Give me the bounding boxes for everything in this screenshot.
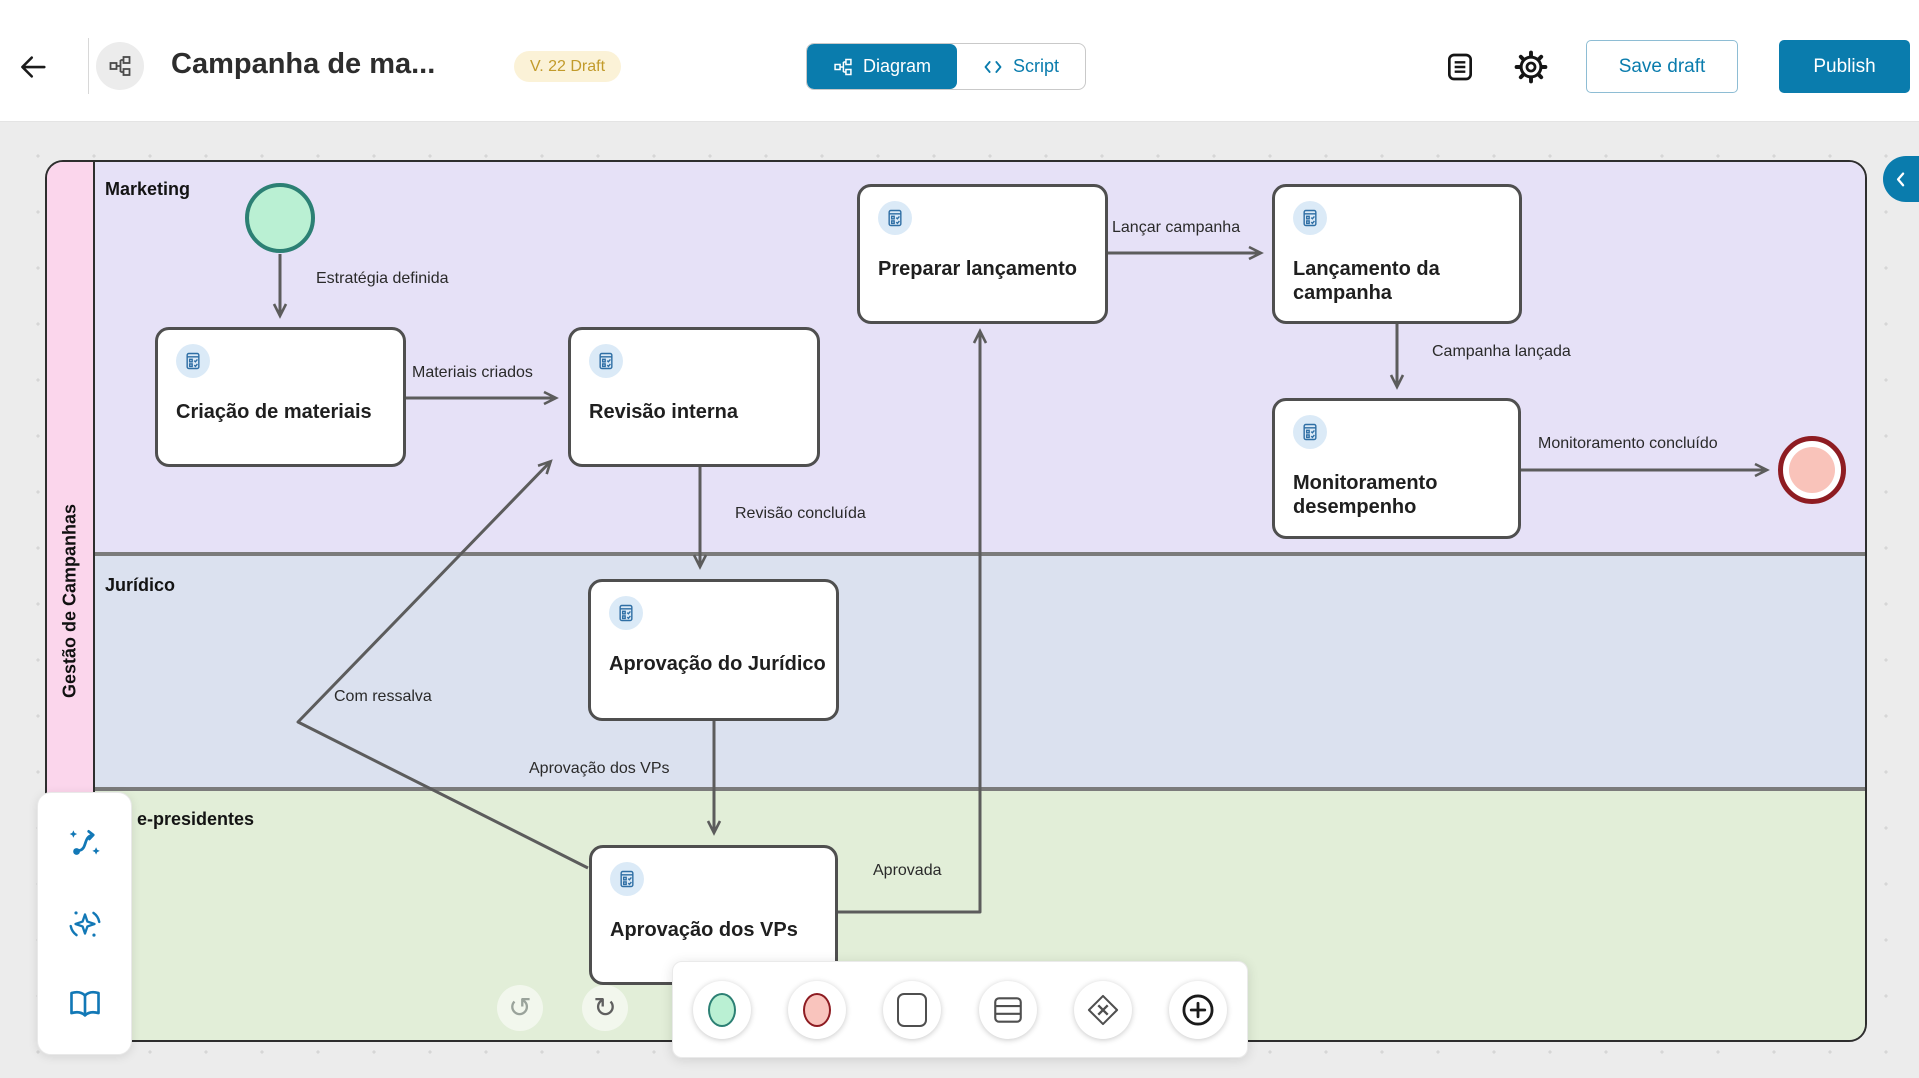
page-title: Campanha de ma... <box>171 48 436 80</box>
checklist-icon <box>620 870 634 888</box>
open-book-icon <box>69 990 100 1017</box>
save-draft-button[interactable]: Save draft <box>1586 40 1738 93</box>
tab-script-label: Script <box>1013 56 1060 76</box>
app-header: Campanha de ma... V. 22 Draft Diagram Sc… <box>0 0 1919 122</box>
edge-label-estrategia-definida: Estratégia definida <box>316 270 449 287</box>
edge-label-monitoramento-concluido: Monitoramento concluído <box>1538 435 1718 452</box>
task-label: Monitoramento desempenho <box>1293 472 1438 519</box>
edge-label-lancar-campanha: Lançar campanha <box>1112 219 1241 236</box>
task-label: Criação de materiais <box>176 401 372 423</box>
collapse-panel-button[interactable] <box>1883 156 1919 202</box>
tab-diagram[interactable]: Diagram <box>807 44 958 89</box>
publish-button[interactable]: Publish <box>1779 40 1910 93</box>
start-event-shape <box>708 992 736 1027</box>
checklist-icon <box>1303 423 1317 441</box>
edge-label-materiais-criados: Materiais criados <box>412 364 533 381</box>
end-event[interactable] <box>1778 436 1846 504</box>
generate-flow-button[interactable] <box>63 821 107 865</box>
view-toggle: Diagram Script <box>806 43 1087 90</box>
edge-aprovada[interactable] <box>838 328 988 914</box>
task-type-badge <box>176 344 210 378</box>
shape-palette <box>672 961 1248 1058</box>
process-avatar[interactable] <box>96 42 144 90</box>
task-type-badge <box>610 862 644 896</box>
checklist-icon <box>599 352 613 370</box>
settings-button[interactable] <box>1512 48 1550 86</box>
notes-button[interactable] <box>1443 50 1477 84</box>
redo-button[interactable]: ↻ <box>582 985 628 1031</box>
edge-com-ressalva[interactable] <box>296 459 589 870</box>
lanes-icon <box>993 996 1022 1023</box>
palette-add-button[interactable] <box>1168 980 1227 1039</box>
palette-lanes-button[interactable] <box>978 980 1037 1039</box>
lane-label-vice-presidentes: e-presidentes <box>137 809 255 829</box>
task-aprovacao-do-juridico[interactable]: Aprovação do Jurídico <box>588 579 839 721</box>
gear-icon <box>1514 50 1548 84</box>
flow-sparkles-icon <box>69 830 100 855</box>
end-event-shape <box>803 992 832 1027</box>
lane-label-marketing: Marketing <box>105 179 191 199</box>
tab-diagram-label: Diagram <box>863 56 932 76</box>
diagram-edges <box>272 245 1770 914</box>
task-preparar-lancamento[interactable]: Preparar lançamento <box>857 184 1108 324</box>
task-type-badge <box>878 201 912 235</box>
code-icon <box>984 60 1002 73</box>
version-badge: V. 22 Draft <box>514 51 622 82</box>
checklist-icon <box>619 604 633 622</box>
checklist-icon <box>186 352 200 370</box>
task-label: Revisão interna <box>589 401 738 423</box>
flowchart-icon <box>109 56 131 76</box>
task-label: Aprovação dos VPs <box>610 919 798 941</box>
task-revisao-interna[interactable]: Revisão interna <box>568 327 820 467</box>
task-type-badge <box>609 596 643 630</box>
checklist-icon <box>1303 209 1317 227</box>
header-divider <box>88 38 89 94</box>
task-lancamento-da-campanha[interactable]: Lançamento da campanha <box>1272 184 1522 324</box>
edge-label-aprovada: Aprovada <box>873 862 942 879</box>
edge-label-revisao-concluida: Revisão concluída <box>735 505 866 522</box>
task-type-badge <box>1293 415 1327 449</box>
ai-assist-button[interactable] <box>63 902 107 946</box>
task-label: Lançamento da campanha <box>1293 258 1440 305</box>
task-shape <box>897 992 928 1027</box>
task-criacao-de-materiais[interactable]: Criação de materiais <box>155 327 406 467</box>
task-type-badge <box>589 344 623 378</box>
diagram-icon <box>834 58 852 75</box>
palette-task-button[interactable] <box>883 980 942 1039</box>
gateway-icon <box>1087 994 1118 1025</box>
palette-start-event-button[interactable] <box>693 980 751 1039</box>
undo-button[interactable]: ↺ <box>497 985 543 1031</box>
tab-script[interactable]: Script <box>957 44 1085 89</box>
chevron-left-icon <box>1896 172 1905 187</box>
task-type-badge <box>1293 201 1327 235</box>
edge-label-com-ressalva: Com ressalva <box>334 688 432 705</box>
add-icon <box>1182 994 1214 1025</box>
task-monitoramento-desempenho[interactable]: Monitoramento desempenho <box>1272 398 1521 539</box>
edge-label-campanha-lancada: Campanha lançada <box>1432 343 1571 360</box>
documentation-button[interactable] <box>63 982 107 1026</box>
diagram-canvas[interactable]: Gestão de Campanhas Marketing Jurídico e… <box>0 122 1919 1078</box>
task-label: Aprovação do Jurídico <box>609 653 826 675</box>
palette-end-event-button[interactable] <box>788 980 847 1039</box>
start-event[interactable] <box>245 183 315 253</box>
ai-sparkle-icon <box>69 910 100 937</box>
ai-tools-panel <box>37 792 132 1055</box>
arrow-left-icon <box>21 56 46 78</box>
checklist-icon <box>888 209 902 227</box>
end-event-inner <box>1789 447 1835 493</box>
palette-gateway-button[interactable] <box>1073 980 1132 1039</box>
back-button[interactable] <box>14 48 52 86</box>
lane-label-juridico: Jurídico <box>105 575 176 595</box>
task-label: Preparar lançamento <box>878 258 1077 280</box>
document-lines-icon <box>1448 53 1472 81</box>
edge-label-aprovacao-dos-vps: Aprovação dos VPs <box>529 760 670 777</box>
